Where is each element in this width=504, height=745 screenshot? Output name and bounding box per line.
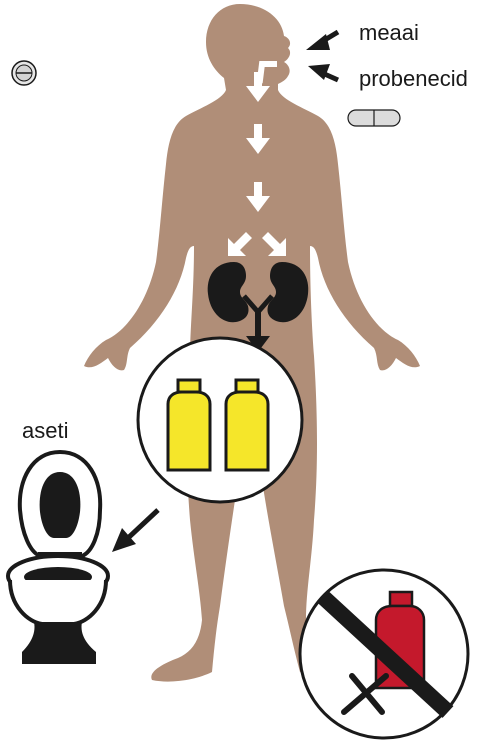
drug-input-arrow [308,64,338,80]
toilet-icon [8,452,108,664]
drug-label: probenecid [359,66,468,92]
food-input-arrow [306,32,338,50]
urine-sample-bottles-icon [138,338,302,502]
urine-bottle-left [168,380,210,470]
capsule-icon [348,110,400,126]
no-blood-sample-icon [300,570,468,738]
to-toilet-arrow [112,510,158,552]
toilet-label: aseti [22,418,68,444]
urine-bottle-right [226,380,268,470]
round-tablet-icon [12,61,36,85]
food-label: meaai [359,20,419,46]
